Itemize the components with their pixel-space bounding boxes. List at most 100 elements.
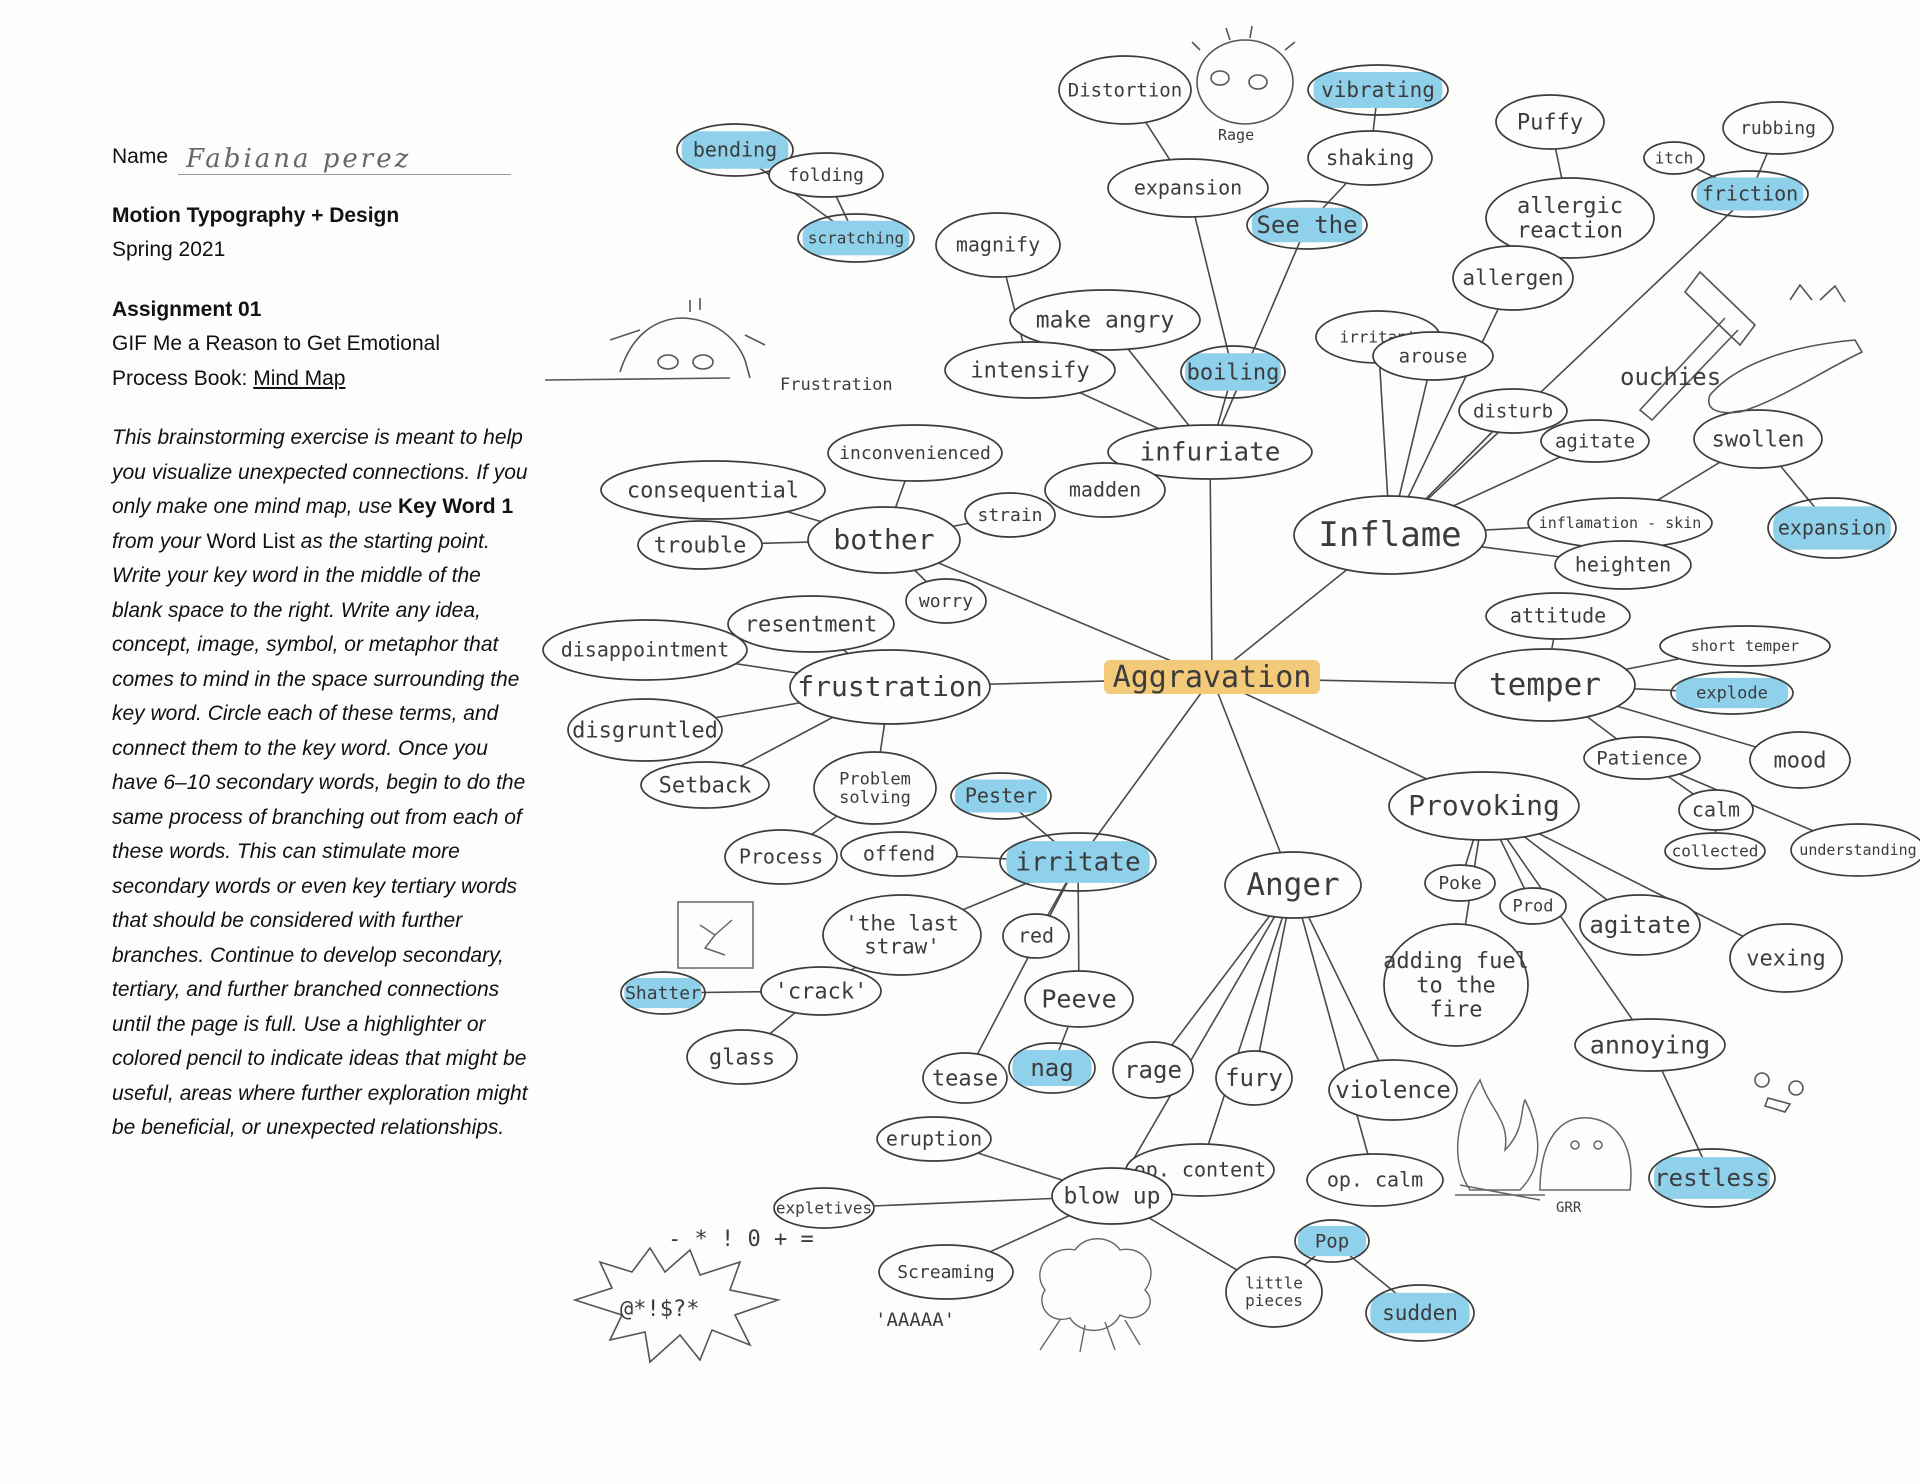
node-consequential: consequential [600, 460, 826, 520]
node-outline [1307, 64, 1449, 116]
node-red: red [1002, 913, 1070, 959]
node-outline [1246, 200, 1368, 250]
node-label: bother [833, 523, 934, 556]
node-shorttemper: short temper [1659, 625, 1831, 667]
node-outline [637, 520, 763, 570]
node-setback: Setback [640, 761, 770, 809]
node-nag: nag [1008, 1042, 1096, 1094]
node-outline [1107, 158, 1269, 218]
node-disturb: disturb [1458, 388, 1568, 434]
node-highlight [802, 220, 910, 256]
node-friction: friction [1691, 170, 1809, 218]
node-outline [1554, 540, 1692, 590]
node-highlight [1006, 841, 1150, 883]
node-outline [1729, 923, 1843, 993]
node-outline [1454, 648, 1636, 722]
node-outline [1790, 823, 1920, 877]
node-highlight [1313, 72, 1443, 108]
node-boiling: boiling [1180, 345, 1286, 399]
node-tease: tease [922, 1052, 1008, 1104]
node-intensify: intensify [944, 341, 1116, 399]
connector-anger-opcalm [1292, 884, 1376, 1181]
node-label: rage [1124, 1056, 1182, 1084]
sketch-caption-swearing: @*!$?* [620, 1297, 699, 1322]
mind-map-nodes: AggravationbendingfoldingscratchingDisto… [542, 55, 1920, 1342]
frustrated-face-sketch [544, 298, 766, 381]
fire-and-creature-sketch [1455, 1078, 1632, 1201]
node-label: allergen [1462, 266, 1563, 290]
node-label: worry [919, 591, 973, 612]
node-label: calm [1692, 798, 1740, 822]
node-outline [1372, 331, 1494, 381]
node-label: make angry [1036, 308, 1174, 334]
node-label: tease [932, 1066, 998, 1091]
node-label: Peeve [1041, 984, 1116, 1013]
center-highlight [1104, 660, 1320, 694]
node-label: Inflame [1318, 515, 1461, 555]
node-outline [1579, 894, 1701, 956]
node-label: boiling [1187, 360, 1280, 385]
node-label: Poke [1438, 873, 1481, 894]
node-outline [964, 492, 1056, 538]
node-label: swollen [1712, 427, 1805, 452]
node-outline [676, 123, 794, 177]
sketch-caption-grr: GRR [1556, 1200, 1582, 1216]
node-highlight [1654, 1157, 1770, 1199]
node-outline [686, 1029, 798, 1085]
assignment-number: Assignment 01 [112, 297, 262, 321]
node-label: offend [863, 842, 935, 866]
assignment-sheet: Name Fabiana perez Motion Typography + D… [112, 140, 532, 1146]
node-label: friction [1702, 182, 1798, 206]
node-fury: fury [1215, 1050, 1293, 1106]
node-label: sudden [1382, 1301, 1458, 1325]
node-vibrating: vibrating [1307, 64, 1449, 116]
node-label: bending [693, 138, 777, 162]
node-screaming: Screaming [878, 1244, 1014, 1300]
node-highlight [624, 977, 702, 1009]
node-label: agitate [1589, 911, 1690, 939]
node-outline [1485, 177, 1655, 259]
node-outline [1540, 419, 1650, 463]
node-label: expletives [776, 1198, 872, 1217]
node-label: vexing [1746, 946, 1825, 971]
node-trouble: trouble [637, 520, 763, 570]
node-label: expansion [1778, 516, 1886, 540]
node-outline [1485, 592, 1631, 640]
node-mood: mood [1749, 731, 1851, 789]
pencil-sketches: Frustration Rage ouchies GRR [544, 25, 1864, 1364]
node-label: infuriate [1140, 438, 1281, 468]
node-outline [1722, 101, 1834, 155]
process-prefix: Process Book: [112, 366, 254, 390]
sketch-caption-rage: Rage [1218, 126, 1254, 144]
connector-center-irritate [1077, 677, 1213, 863]
node-label: understanding [1799, 841, 1916, 859]
node-label: scratching [808, 228, 904, 247]
node-outline [760, 966, 882, 1016]
node-poke: Poke [1424, 864, 1496, 902]
node-outline [1424, 864, 1496, 902]
node-irritate: irritate [999, 832, 1157, 892]
node-peeve: Peeve [1024, 970, 1134, 1028]
connector-center-infuriate [1209, 451, 1213, 679]
node-label: Pop [1315, 1230, 1349, 1252]
node-disappointment: disappointment [542, 619, 748, 681]
node-label: consequential [627, 478, 799, 503]
node-label: Process [739, 845, 823, 869]
node-highlight [1012, 1050, 1092, 1086]
node-outline [935, 212, 1061, 278]
node-outline [944, 341, 1116, 399]
node-outline [840, 831, 958, 877]
node-label: blow up [1064, 1184, 1161, 1210]
node-understanding: understanding [1790, 823, 1920, 877]
node-outline [1365, 1284, 1475, 1342]
node-expansion2: expansion [1767, 497, 1897, 559]
node-anger: Anger [1224, 851, 1362, 919]
node-outline [789, 649, 991, 725]
name-label: Name [112, 145, 169, 168]
node-label: restless [1654, 1164, 1770, 1192]
node-label: 'crack' [775, 979, 868, 1004]
